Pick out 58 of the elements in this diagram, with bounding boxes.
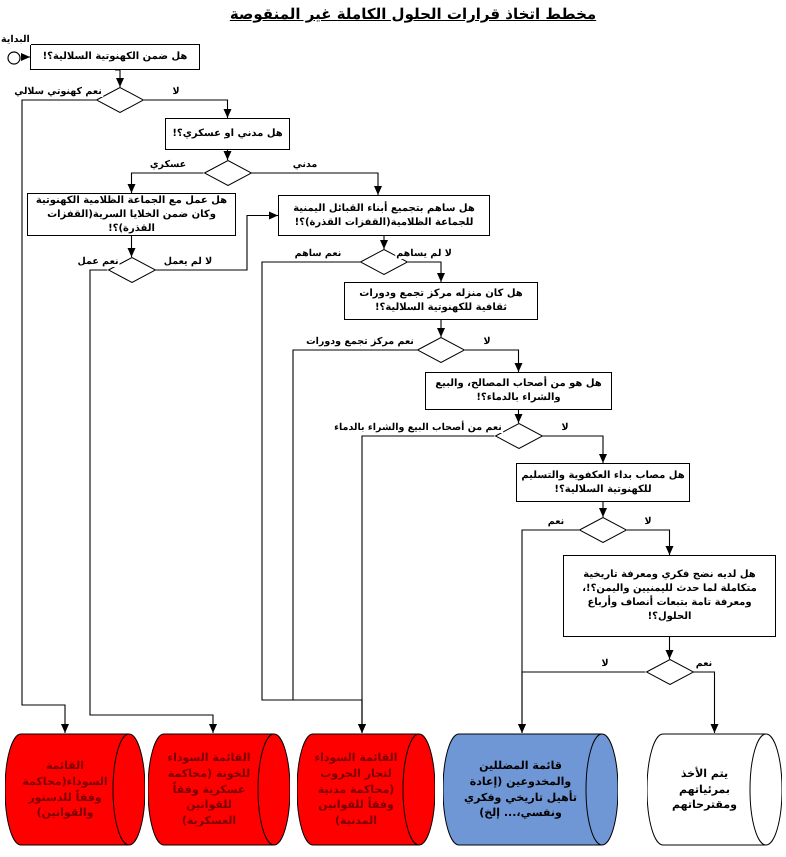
start-label: البداية [0, 34, 31, 46]
edge-label: لا لم يعمل [162, 256, 214, 268]
arrow [380, 236, 388, 249]
edge-label: نعم [546, 516, 566, 528]
arrow [21, 99, 96, 733]
arrow [666, 637, 674, 659]
edge-label: نعم ساهم [294, 248, 342, 260]
arrow [115, 69, 124, 87]
arrow [144, 99, 232, 118]
arrow [465, 349, 522, 372]
arrow [408, 261, 445, 282]
start-circle [7, 50, 21, 64]
arrow [518, 671, 646, 733]
edge-label: لا [643, 516, 653, 528]
decision-diamond [204, 160, 252, 186]
edge-label: لا [171, 86, 181, 98]
edge-label: لا [560, 422, 570, 434]
arrow [156, 212, 278, 271]
question-box: هل كان منزله مركز تجمع ودورات ثقافية للكهنوتية السلالية؟! [344, 282, 538, 320]
question-box: هل عمل مع الجماعة الظلامية الكهنوتية وكان ضمن الخلايا السرية(القفزات القذرة)؟! [27, 193, 236, 236]
arrow [128, 172, 204, 193]
edge-label: نعم كهنوتي سلالي [13, 86, 103, 98]
arrow [252, 172, 382, 195]
arrow [89, 269, 217, 733]
arrow [694, 671, 718, 733]
decision-diamond [417, 337, 465, 363]
question-box: هل ساهم بتجميع أبناء القبائل اليمنية للجماعة الظلامية(القفزات القذرة)؟! [278, 195, 490, 236]
result-cylinder: قائمة المضللين والمخدوعين (إعادة تأهيل تاريخي وفكري ونفسي،... إلخ) [443, 733, 618, 846]
arrow [224, 150, 232, 160]
question-box: هل ضمن الكهنوتية السلالية؟! [30, 44, 200, 70]
question-box: هل هو من أصحاب المصالح، والبيع والشراء بالدماء؟! [425, 372, 612, 410]
question-box: هل لديه نضج فكري ومعرفة تاريخية متكاملة لما حدث لليمنيين واليمن؟!، ومعرفة تامة بتبعات أنصاف وأرباع الحلول؟! [563, 555, 776, 637]
question-box: هل مدني او عسكري؟! [165, 118, 290, 150]
arrow [437, 320, 445, 337]
result-cylinder: القائمة السوداء(محاكمة وفقاً للدستور والقوانين) [5, 733, 145, 846]
arrow [128, 236, 136, 257]
edge-label: لا [600, 658, 610, 670]
result-cylinder: القائمة السوداء للخونة (محاكمة عسكرية وفقاً للقوانين العسكرية) [148, 733, 290, 846]
arrow [21, 53, 30, 61]
title: مخطط اتخاذ قرارات الحلول الكاملة غير المنقوصة [230, 4, 596, 23]
arrow [599, 502, 607, 517]
edge-label: نعم مركز تجمع ودورات [305, 336, 415, 348]
arrow [542, 435, 607, 463]
decision-diamond [646, 659, 694, 685]
edge-label: نعم عمل [76, 256, 120, 268]
result-cylinder: يتم الأخذ بمرئياتهم ومقترحاتهم [647, 733, 782, 846]
arrow [358, 435, 494, 733]
result-cylinder: القائمة السوداء لتجار الحروب (محاكمة مدنية وفقاً للقوانين المدنية) [297, 733, 435, 846]
edge-label: مدني [292, 159, 318, 170]
decision-diamond [579, 517, 627, 543]
edge-label: نعم من أصحاب البيع والشراء بالدماء [333, 422, 503, 434]
edge-label: عسكري [148, 159, 188, 170]
question-box: هل مصاب بداء العكفوية والتسليم للكهنوتية السلالية؟! [516, 463, 690, 502]
arrow [627, 529, 674, 555]
edge-label: نعم [694, 658, 714, 670]
edge-label: لا [482, 336, 492, 348]
arrow [514, 410, 522, 423]
edge-label: لا لم يساهم [395, 248, 453, 260]
